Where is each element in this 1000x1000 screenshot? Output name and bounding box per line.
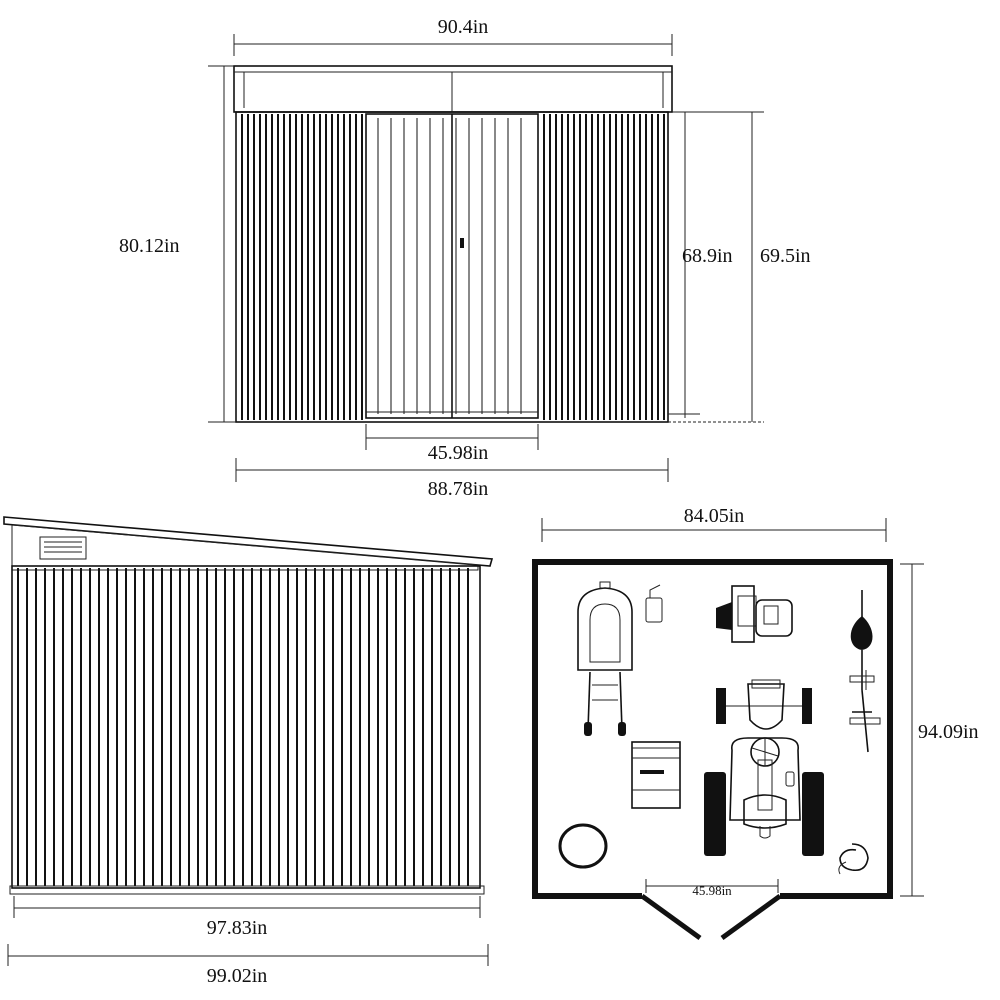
gas-can-icon — [645, 584, 663, 623]
side-roof — [3, 516, 494, 567]
plan-depth-label: 94.09in — [918, 721, 979, 743]
front-roof-band — [233, 65, 673, 113]
front-wall — [235, 111, 669, 423]
plan-door-left — [640, 893, 702, 941]
ball-icon — [558, 823, 608, 869]
hose-icon — [838, 843, 869, 875]
front-wall-ribs-right — [543, 114, 665, 420]
front-view: 90.4in 80.12in 68.9in 69.5in 45.98in 88.… — [119, 16, 811, 500]
door-ribs — [377, 118, 522, 414]
front-top-width-label: 90.4in — [438, 16, 489, 38]
front-wall-height-label: 69.5in — [760, 245, 811, 267]
front-wall-ribs-left — [241, 114, 363, 420]
storage-cabinet-icon — [631, 741, 681, 809]
plan-walls — [532, 559, 893, 899]
tool-chest-icon — [716, 585, 793, 643]
door-handle-icon — [460, 238, 464, 248]
plan-door-width-label: 45.98in — [692, 883, 732, 898]
front-total-height-label: 80.12in — [119, 235, 180, 257]
side-view: 97.83in 99.02in — [3, 516, 494, 987]
front-door-height-label: 68.9in — [682, 245, 733, 267]
trimmer-icon — [849, 590, 881, 753]
vent-icon — [39, 536, 87, 560]
side-roof-width-label: 99.02in — [207, 965, 268, 987]
lawn-mower-icon — [577, 581, 633, 736]
side-base-width-label: 97.83in — [207, 917, 268, 939]
floor-plan: 84.05in 94.09in 45.98in — [532, 505, 979, 941]
front-base-width-label: 88.78in — [428, 478, 489, 500]
side-gable — [11, 524, 479, 571]
plan-door-right — [720, 893, 782, 941]
side-wall-ribs — [17, 568, 469, 886]
side-wall — [11, 565, 481, 889]
riding-tractor-icon — [704, 679, 824, 856]
side-base-rail — [9, 885, 485, 895]
plan-width-label: 84.05in — [684, 505, 745, 527]
front-door-width-label: 45.98in — [428, 442, 489, 464]
